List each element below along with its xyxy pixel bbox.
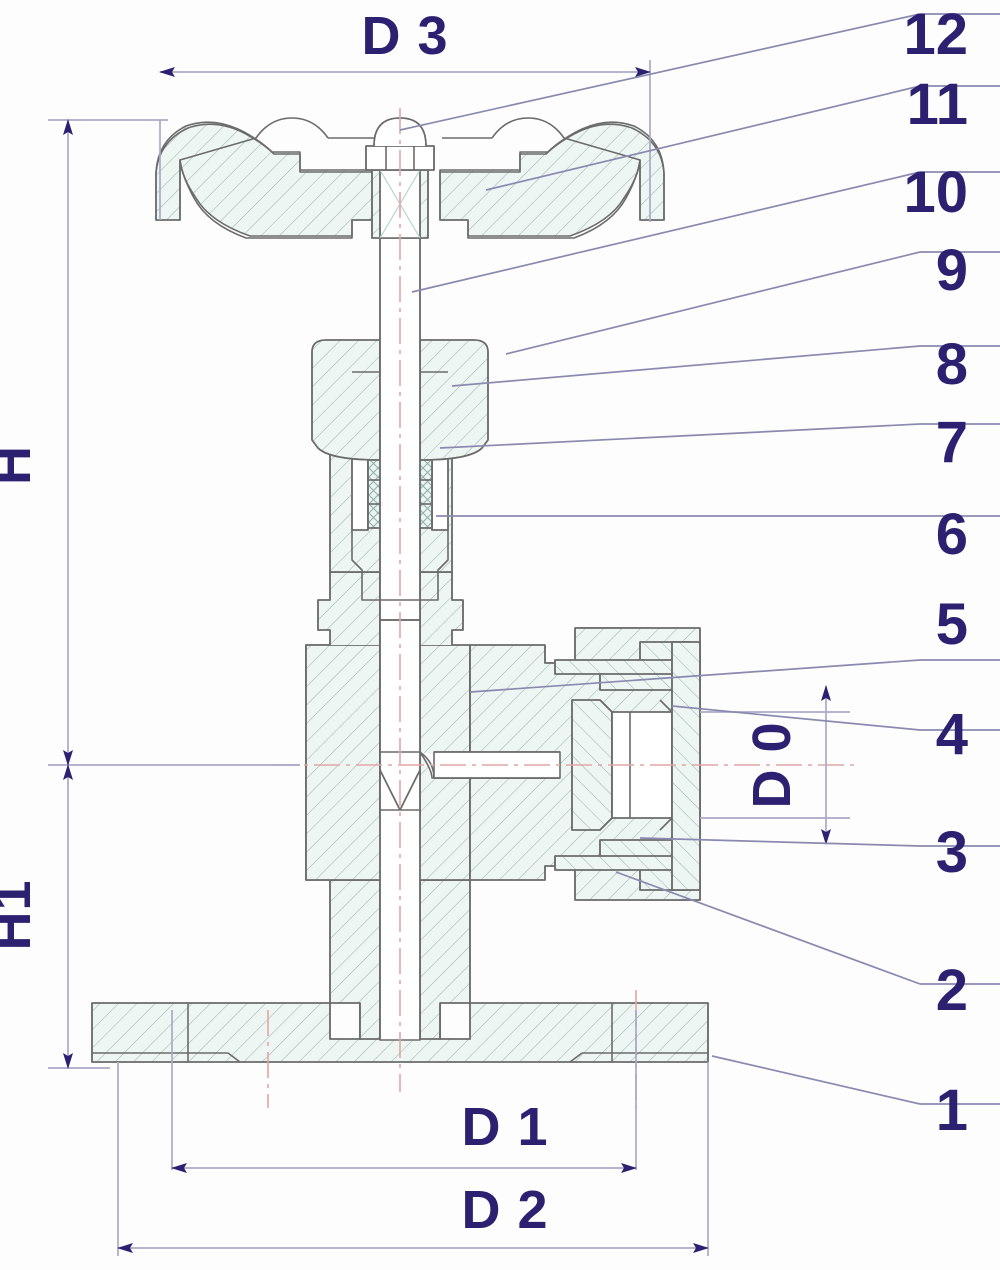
dimension-D1 [171,1010,637,1173]
leader-11 [485,85,921,191]
callout-label-8: 8 [936,332,968,397]
callout-label-7: 7 [936,410,968,475]
callout-label-2: 2 [936,958,968,1023]
callout-label-3: 3 [936,820,968,885]
dimension-D0 [700,685,850,845]
leader-8 [451,345,921,387]
dimension-lines [48,60,850,1256]
callout-label-1: 1 [936,1078,968,1143]
callout-label-6: 6 [936,502,968,567]
callout-label-12: 12 [903,2,968,67]
leader-lines [399,13,1000,1105]
dimension-label-d2: D 2 [461,1180,548,1240]
dimension-label-d0: D 0 [742,721,802,808]
part-valve-stem [379,214,421,816]
callout-label-10: 10 [903,160,968,225]
leader-2 [615,871,921,985]
leader-10 [411,171,921,293]
callout-label-9: 9 [936,238,968,303]
leader-3 [639,837,921,847]
leader-12 [399,13,921,131]
leader-7 [439,423,921,449]
dimension-label-h1: H1 [0,879,42,950]
callout-label-5: 5 [936,592,968,657]
leader-5 [469,659,921,693]
part-handwheel [155,117,665,239]
dimension-D2 [117,1062,709,1256]
leader-1 [711,1055,921,1105]
callout-label-4: 4 [936,702,968,767]
leader-9 [505,251,921,355]
callout-labels: 12 11 10 9 8 7 6 5 4 3 2 1 [903,2,968,1143]
dimension-D3 [159,60,651,222]
dimension-H1 [48,764,110,1069]
callout-label-11: 11 [907,72,968,137]
dimension-H [48,119,300,766]
dimension-label-h: H [0,445,42,485]
dimension-label-d1: D 1 [461,1097,548,1157]
leader-4 [671,705,921,731]
dimension-label-d3: D 3 [361,6,448,66]
dimension-labels: D 3 D 1 D 2 H H1 D 0 [0,6,802,1240]
